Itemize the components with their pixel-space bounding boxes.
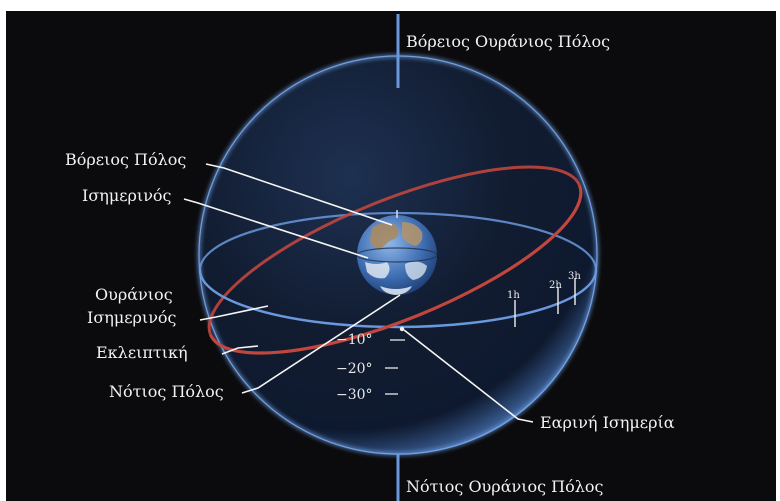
south-celestial-pole-label: Νότιος Ουράνιος Πόλος [406, 477, 604, 496]
declination-scale: −10° −20° −30° [336, 332, 405, 403]
ecliptic-label: Εκλειπτική [96, 343, 188, 362]
leader-equator [183, 198, 369, 259]
north-pole-label: Βόρειος Πόλος [65, 150, 186, 169]
leader-celestial-equator [199, 305, 269, 321]
north-celestial-pole-label: Βόρειος Ουράνιος Πόλος [406, 32, 610, 51]
celestial-equator-front [198, 269, 598, 329]
ecliptic-front [209, 184, 583, 355]
celestial-equator-label-line1: Ουράνιος [95, 285, 173, 304]
leader-ecliptic [221, 345, 259, 355]
vernal-equinox-label: Εαρινή Ισημερία [540, 413, 675, 432]
hour-label-3: 3h [568, 271, 581, 282]
earth [356, 210, 438, 295]
equator-label: Ισημερινός [82, 186, 172, 205]
vernal-equinox-point [399, 326, 405, 332]
ecliptic-back [207, 165, 581, 336]
hour-label-2: 2h [549, 280, 562, 291]
celestial-equator-label-line2: Ισημερινός [87, 308, 177, 327]
south-pole-label: Νότιος Πόλος [109, 382, 224, 401]
declination-label-30: −30° [336, 387, 373, 403]
hour-label-1: 1h [507, 290, 520, 301]
declination-label-20: −20° [336, 361, 373, 377]
declination-label-10: −10° [336, 332, 373, 348]
leader-vernal-equinox [403, 329, 534, 423]
leader-north-pole [205, 163, 393, 226]
leader-south-pole [241, 294, 401, 394]
celestial-equator-back [198, 211, 598, 271]
